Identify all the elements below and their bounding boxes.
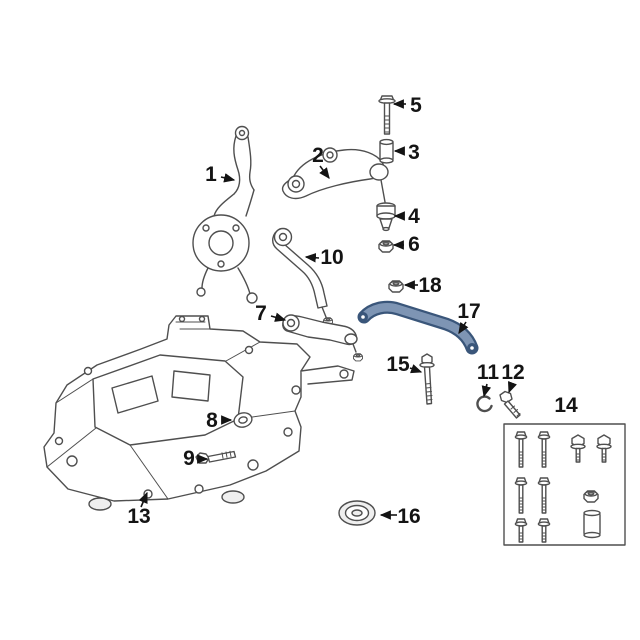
callout-arrow-2 xyxy=(319,165,330,180)
callout-arrow-10 xyxy=(304,252,320,263)
rear-lower-arm xyxy=(272,227,334,326)
stabilizer-bar-highlighted xyxy=(357,300,479,355)
part-label-1: 1 xyxy=(205,163,217,186)
part-labels: 1 2 3 4 5 6 7 8 9 10 11 12 13 14 15 16 1… xyxy=(127,94,578,528)
part-label-7: 7 xyxy=(255,302,267,325)
mounting-bolt-15 xyxy=(419,353,435,405)
part-label-6: 6 xyxy=(408,233,420,256)
callout-arrow-13 xyxy=(138,491,148,508)
front-lower-arm xyxy=(282,314,364,362)
part-label-2: 2 xyxy=(312,144,324,167)
upper-arm-bolt xyxy=(378,95,396,135)
callout-arrow-12 xyxy=(507,381,517,394)
part-label-3: 3 xyxy=(408,141,420,164)
part-label-18: 18 xyxy=(418,274,442,297)
callout-arrow-7 xyxy=(270,312,287,322)
snap-ring xyxy=(476,395,493,413)
part-label-10: 10 xyxy=(320,246,343,269)
steering-knuckle xyxy=(192,125,258,304)
part-label-9: 9 xyxy=(183,447,195,470)
part-label-15: 15 xyxy=(386,353,410,376)
subframe-crossmember xyxy=(43,315,355,511)
hardware-kit-box xyxy=(503,423,626,546)
ball-joint-nut xyxy=(378,240,394,253)
spacer-sleeve xyxy=(379,138,394,164)
mount-grommet xyxy=(338,500,376,526)
bushing xyxy=(376,202,396,232)
part-label-12: 12 xyxy=(501,361,524,384)
bolt-12 xyxy=(499,390,521,419)
part-label-17: 17 xyxy=(457,300,480,323)
part-label-5: 5 xyxy=(410,94,422,117)
callout-arrow-1 xyxy=(220,173,236,183)
washer-seal xyxy=(233,412,253,428)
callout-arrows xyxy=(138,99,517,520)
part-label-14: 14 xyxy=(554,394,578,417)
part-label-16: 16 xyxy=(397,505,420,528)
upper-control-arm xyxy=(281,147,389,203)
part-label-4: 4 xyxy=(408,205,420,228)
callout-arrow-11 xyxy=(481,383,492,398)
part-label-8: 8 xyxy=(206,409,218,432)
part-label-11: 11 xyxy=(477,361,500,384)
stabilizer-nut xyxy=(388,280,404,293)
callout-arrow-17 xyxy=(458,321,469,335)
part-label-13: 13 xyxy=(127,505,150,528)
callout-arrow-15 xyxy=(409,364,423,374)
